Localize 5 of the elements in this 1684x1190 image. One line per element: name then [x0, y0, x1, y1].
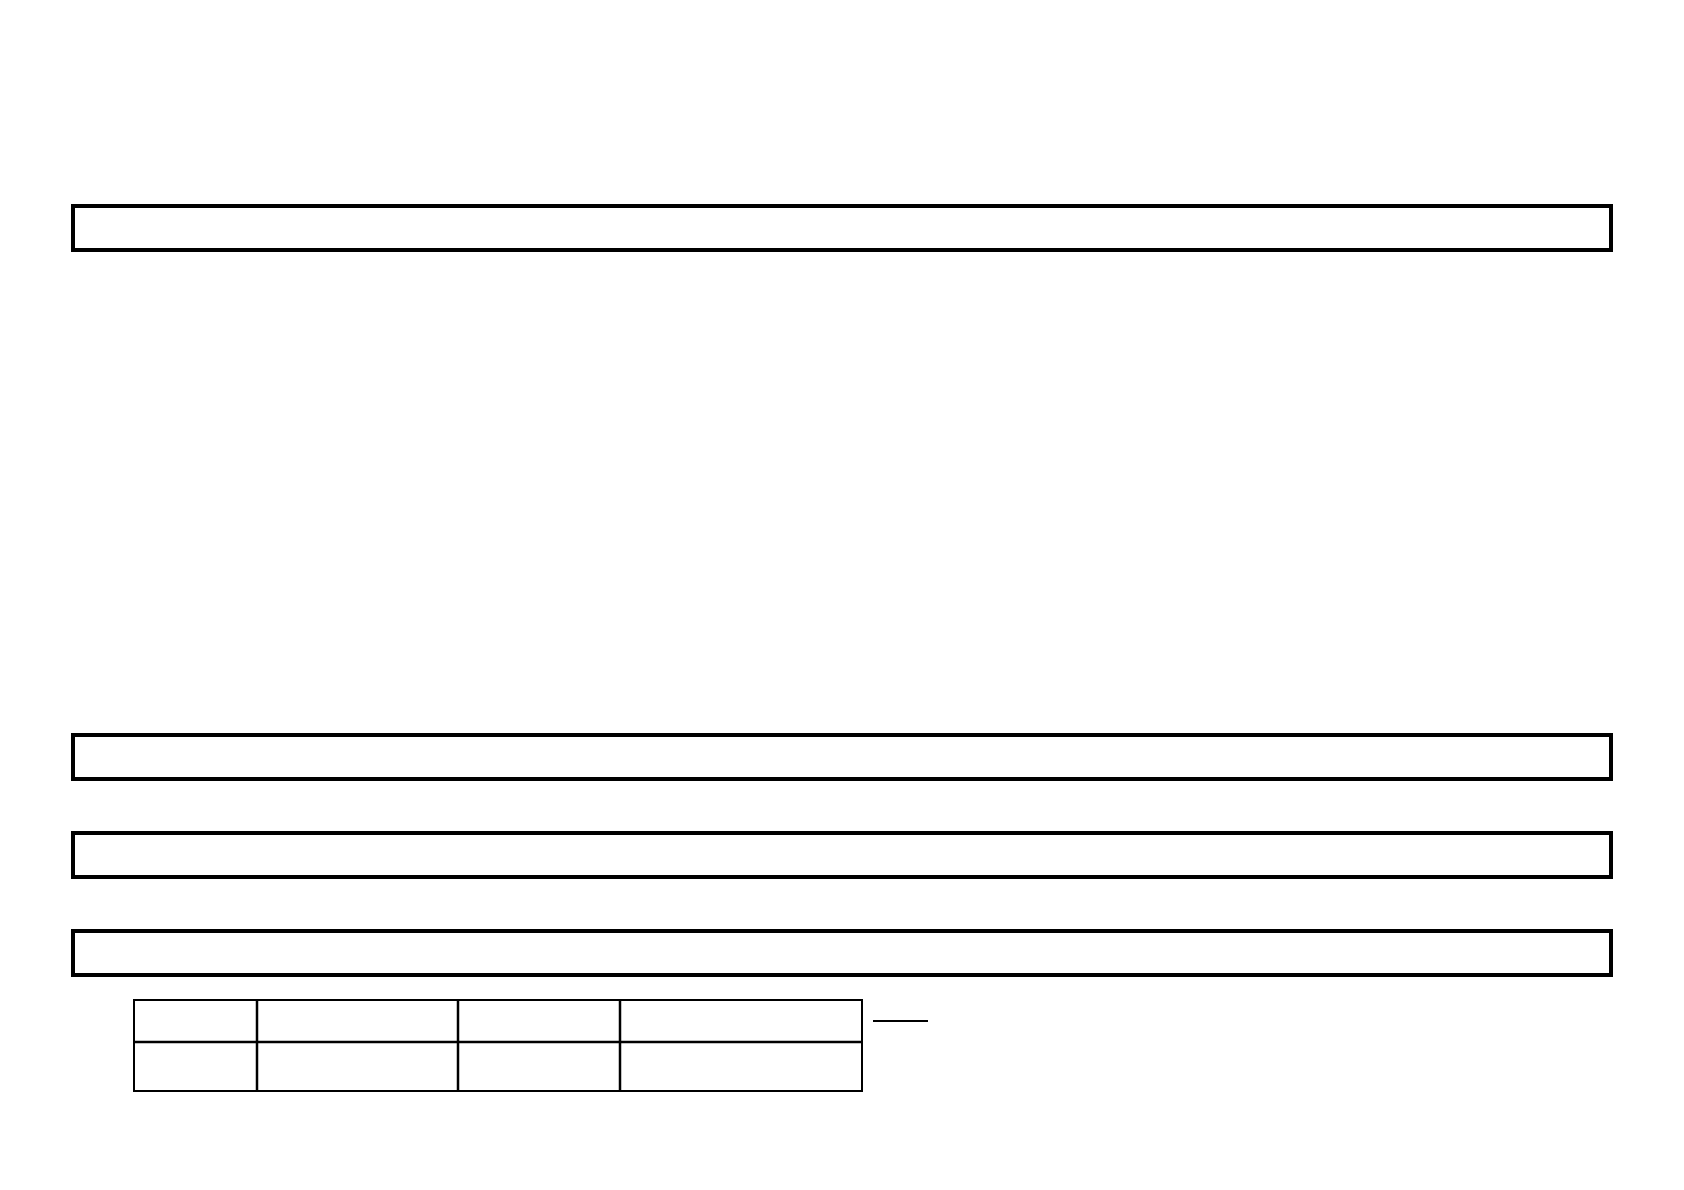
empty-bar [71, 733, 1613, 781]
empty-bar [71, 929, 1613, 977]
empty-bar [71, 831, 1613, 879]
empty-bar [71, 204, 1613, 252]
empty-table [133, 999, 863, 1092]
